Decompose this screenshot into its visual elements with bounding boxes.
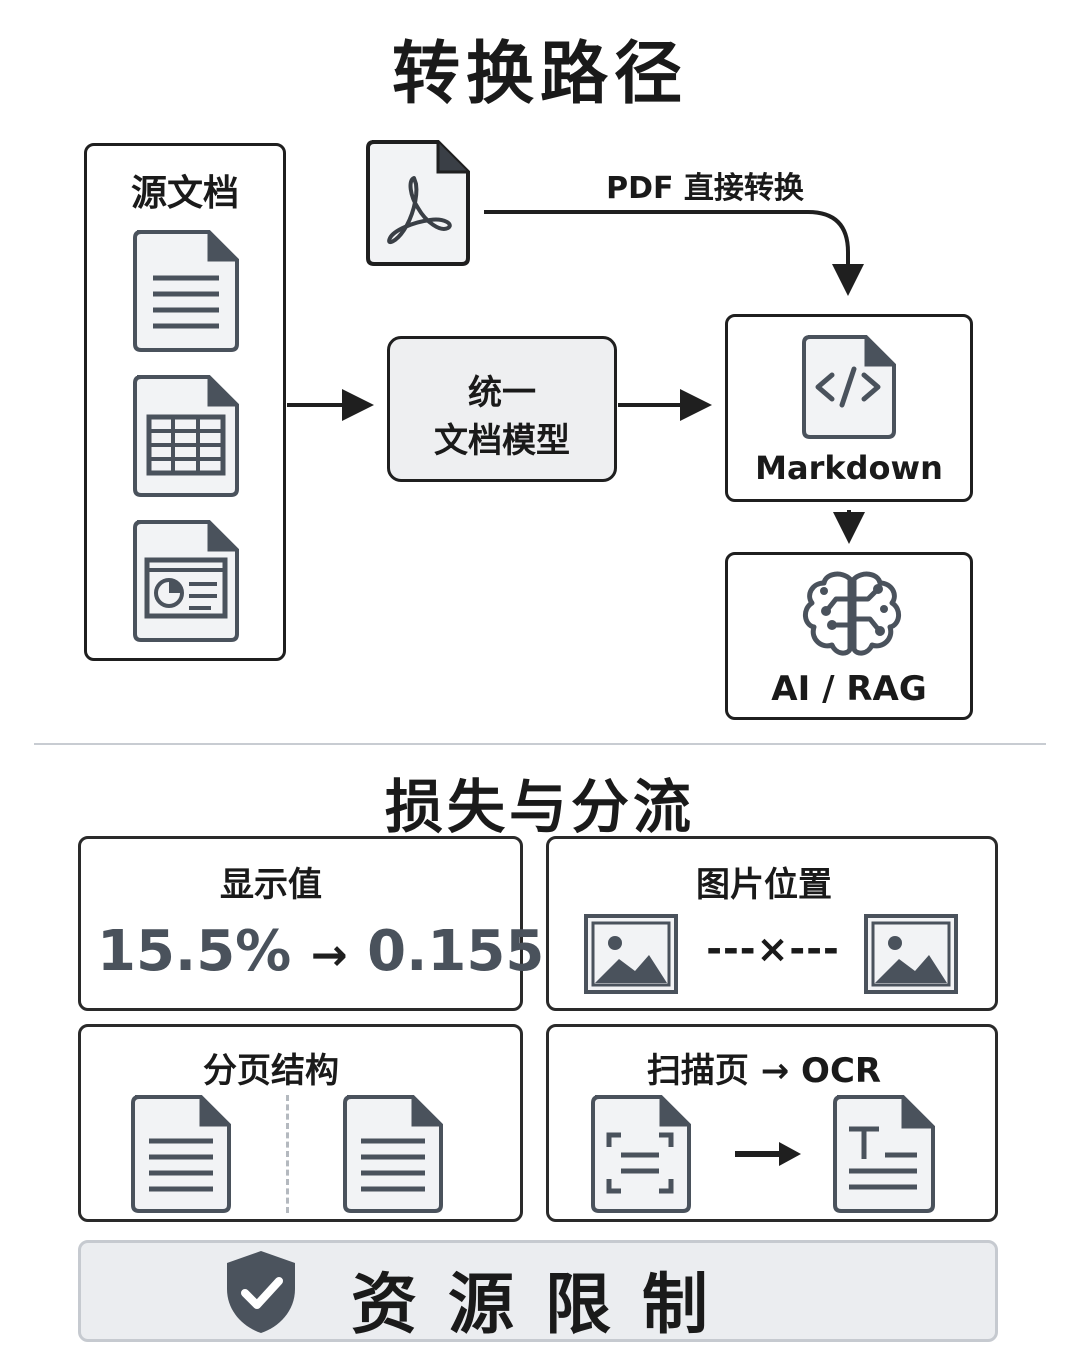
display-value-arrow: → [310, 930, 348, 981]
shield-check-icon [227, 1251, 295, 1333]
resource-limit-label: 资 源 限 制 [351, 1266, 712, 1343]
scan-arrow-icon [735, 1142, 801, 1166]
ocr-text-page-icon [833, 1095, 935, 1213]
section-divider [34, 743, 1046, 745]
page-break-divider [286, 1095, 289, 1213]
code-file-icon [802, 335, 896, 439]
display-value-from: 15.5% [97, 919, 292, 984]
display-value-label: 显示值 [220, 865, 322, 905]
ai-rag-label: AI / RAG [771, 669, 927, 709]
scan-page-icon [591, 1095, 691, 1213]
resource-limit-banner: 资 源 限 制 [78, 1240, 998, 1343]
pdf-file-icon [366, 140, 470, 266]
image-icon-right [864, 914, 958, 994]
text-document-icon [133, 230, 239, 352]
pagination-panel: 分页结构 [78, 1024, 523, 1222]
source-documents-label: 源文档 [130, 173, 239, 214]
image-position-connector: ---×--- [706, 927, 840, 971]
markdown-label: Markdown [755, 449, 943, 487]
image-icon-left [584, 914, 678, 994]
presentation-icon [133, 520, 239, 642]
display-value-to: 0.155 [367, 919, 545, 984]
flow-arrows [287, 210, 865, 544]
pdf-direct-label: PDF 直接转换 [606, 171, 804, 206]
display-value-panel: 显示值 15.5% → 0.155 [78, 836, 544, 1011]
page-icon-right [343, 1095, 443, 1213]
arrow-pdf-to-markdown [484, 210, 864, 296]
scan-ocr-panel: 扫描页 → OCR [546, 1024, 998, 1222]
section-title-loss: 损失与分流 [384, 773, 695, 841]
section-title-conversion: 转换路径 [391, 35, 688, 114]
ai-rag-box: AI / RAG [725, 552, 973, 720]
brain-icon [803, 571, 901, 656]
page-icon-left [131, 1095, 231, 1213]
pagination-label: 分页结构 [203, 1051, 339, 1091]
unified-model-line1: 统一 [468, 373, 536, 413]
unified-model-line2: 文档模型 [434, 421, 570, 461]
image-position-label: 图片位置 [696, 865, 832, 905]
spreadsheet-icon [133, 375, 239, 497]
markdown-box: Markdown [725, 314, 973, 502]
source-documents-box: 源文档 [84, 143, 286, 661]
display-value-conversion: 15.5% → 0.155 [97, 919, 544, 984]
unified-model-box: 统一 文档模型 [387, 336, 617, 482]
image-position-panel: 图片位置 ---×--- [546, 836, 998, 1011]
scan-ocr-label: 扫描页 → OCR [646, 1051, 882, 1091]
